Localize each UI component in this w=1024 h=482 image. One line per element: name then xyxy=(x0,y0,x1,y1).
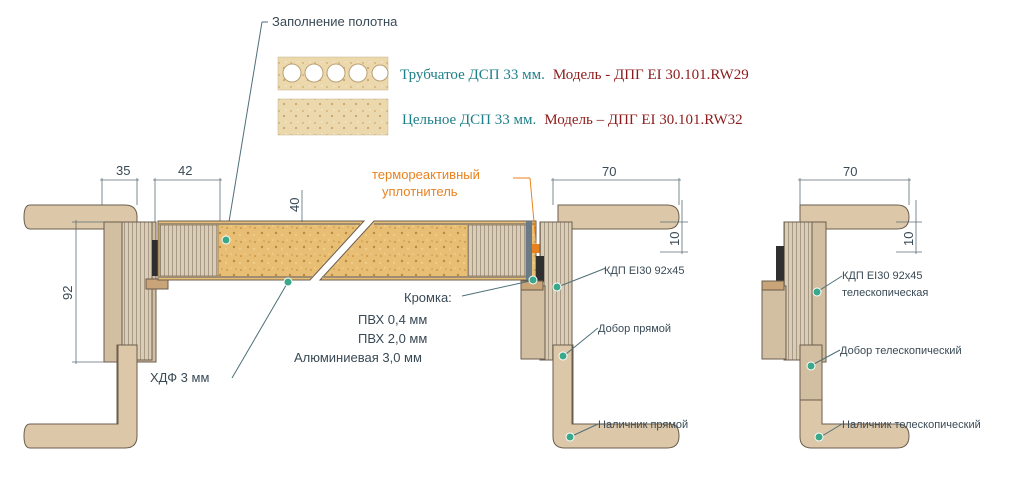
dim-92: 92 xyxy=(60,286,75,300)
casing-straight-label: Наличник прямой xyxy=(598,419,688,431)
hdf-label: ХДФ 3 мм xyxy=(150,370,209,385)
legend-tubular-sample xyxy=(277,56,389,91)
frame-telescopic-label-2: телескопическая xyxy=(842,287,928,299)
frame-straight-label: КДП EI30 92х45 xyxy=(604,265,684,277)
callout-dot-casing-telescopic xyxy=(814,432,824,442)
left-frame-section xyxy=(23,204,169,449)
legend-row1-model: Модель - ДПГ EI 30.101.RW29 xyxy=(553,67,749,83)
callouts xyxy=(221,235,843,442)
edge-pvc20: ПВХ 2,0 мм xyxy=(358,331,427,346)
legend-row2-material: Цельное ДСП 33 мм. xyxy=(402,112,536,128)
filling-title: Заполнение полотна xyxy=(272,14,398,29)
callout-dot-frame-telescopic xyxy=(812,287,822,297)
dim-70-mid: 70 xyxy=(602,164,616,179)
extension-straight-label: Добор прямой xyxy=(598,323,671,335)
legend-row2: Цельное ДСП 33 мм. Модель – ДПГ EI 30.10… xyxy=(402,111,743,128)
edge-alu: Алюминиевая 3,0 мм xyxy=(294,350,422,365)
door-leaf xyxy=(157,220,537,281)
sealant-label-2: уплотнитель xyxy=(382,184,458,199)
sealant-label-1: термореактивный xyxy=(372,167,480,182)
extension-telescopic-label: Добор телескопический xyxy=(840,345,962,357)
frame-telescopic-label-1: КДП EI30 92х45 xyxy=(842,270,922,282)
right-frame-section xyxy=(761,204,910,449)
dim-10-right: 10 xyxy=(901,232,916,246)
callout-dot-hdf xyxy=(283,277,293,287)
callout-dot-frame-straight xyxy=(552,282,562,292)
legend-row1: Трубчатое ДСП 33 мм. Модель - ДПГ EI 30.… xyxy=(400,66,749,83)
callout-dot-extension-telescopic xyxy=(806,361,816,371)
legend-solid-sample xyxy=(277,98,389,136)
sealant-mark xyxy=(532,244,540,253)
callout-dot-edge xyxy=(528,275,538,285)
dim-70-right: 70 xyxy=(843,164,857,179)
dim-40: 40 xyxy=(287,198,302,212)
dim-35: 35 xyxy=(116,163,130,178)
dim-42: 42 xyxy=(178,163,192,178)
edge-pvc04: ПВХ 0,4 мм xyxy=(358,312,427,327)
casing-telescopic-label: Наличник телескопический xyxy=(842,419,981,431)
filling-leader-line xyxy=(225,21,263,241)
edge-title: Кромка: xyxy=(404,290,452,305)
dim-10-mid: 10 xyxy=(667,232,682,246)
legend-row1-material: Трубчатое ДСП 33 мм. xyxy=(400,67,545,83)
callout-dot-filling xyxy=(221,235,231,245)
callout-dot-extension-straight xyxy=(558,351,568,361)
legend-row2-model: Модель – ДПГ EI 30.101.RW32 xyxy=(544,112,742,128)
callout-dot-casing-straight xyxy=(565,432,575,442)
